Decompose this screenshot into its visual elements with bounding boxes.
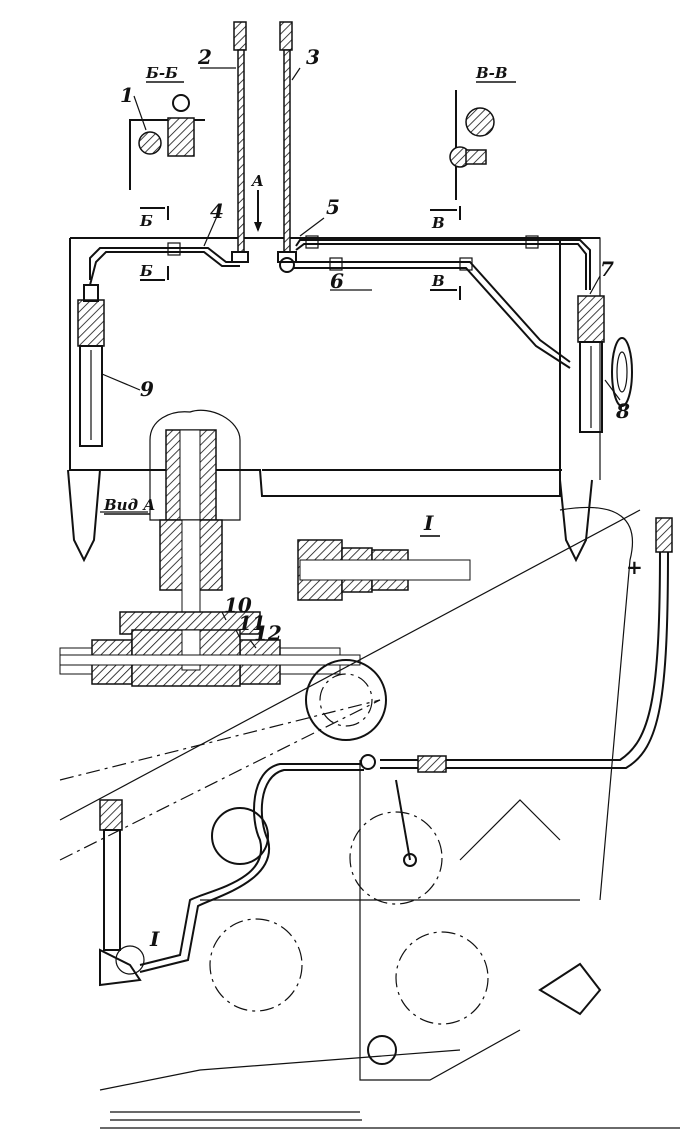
marker-b-bottom: Б xyxy=(139,262,153,280)
section-bb-title: Б-Б xyxy=(145,64,178,82)
label-5: 5 xyxy=(326,195,340,219)
lower-hoses xyxy=(99,517,673,987)
label-1: 1 xyxy=(120,83,134,107)
supply-hoses xyxy=(231,21,297,263)
detail-i xyxy=(297,539,471,601)
section-bb-detail xyxy=(129,94,205,190)
right-burner xyxy=(577,295,633,433)
label-8: 8 xyxy=(615,399,630,423)
label-3: 3 xyxy=(306,45,320,69)
plus-sign: + xyxy=(626,555,643,579)
label-7: 7 xyxy=(600,257,614,281)
view-a-section xyxy=(59,409,361,687)
section-vv-title: В-В xyxy=(475,64,508,82)
marker-v-bottom: В xyxy=(431,272,445,290)
label-6: 6 xyxy=(330,269,344,293)
label-9: 9 xyxy=(140,377,154,401)
view-a-title: Вид А xyxy=(103,496,155,514)
label-10: 10 xyxy=(224,593,252,617)
right-share xyxy=(559,479,593,563)
machine-side-view xyxy=(59,506,680,1129)
pulley-8 xyxy=(611,337,633,407)
pipe-network xyxy=(89,235,591,369)
hose-2 xyxy=(237,49,245,253)
marker-b-top: Б xyxy=(139,212,153,230)
label-11: 11 xyxy=(238,611,266,635)
left-share xyxy=(67,469,101,563)
label-2: 2 xyxy=(197,45,212,69)
section-markers xyxy=(140,190,461,300)
labels: 1 2 3 4 5 6 7 8 9 10 11 12 Б-Б В-В Вид А… xyxy=(103,45,643,951)
section-vv-detail xyxy=(449,90,495,200)
left-burner xyxy=(77,284,105,447)
label-12: 12 xyxy=(254,621,282,645)
arrow-a-label: A xyxy=(250,172,264,190)
label-4: 4 xyxy=(210,199,224,223)
marker-v-top: В xyxy=(431,214,445,232)
detail-i-callout: I xyxy=(149,927,160,951)
detail-i-title: I xyxy=(423,511,434,535)
hose-3 xyxy=(283,49,291,253)
frame-assembly xyxy=(67,237,601,563)
